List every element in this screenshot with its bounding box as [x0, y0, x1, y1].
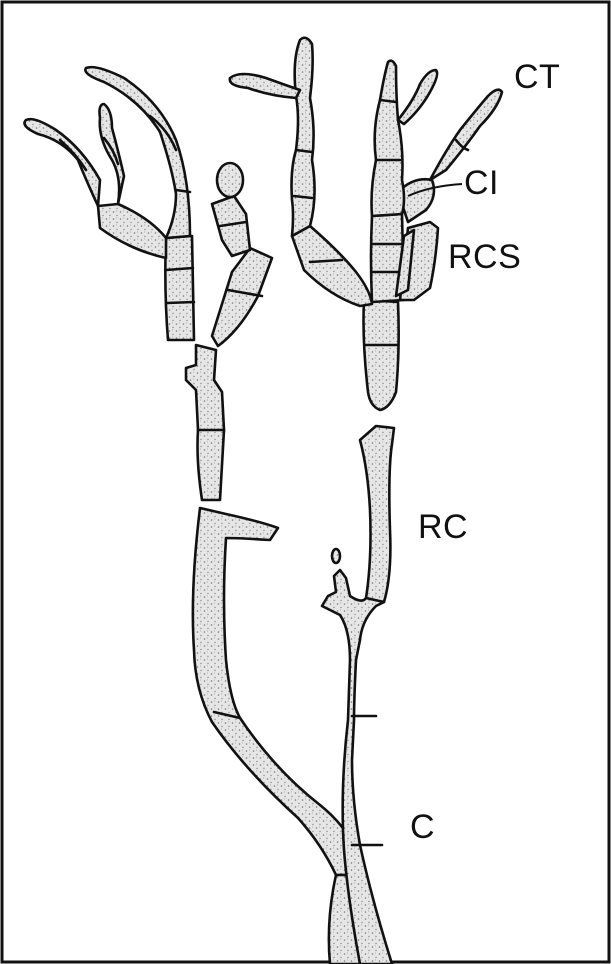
label-ci: CI [464, 164, 499, 202]
left-conidiophore [25, 67, 273, 500]
label-c: C [410, 808, 435, 846]
right-main-hypha [322, 426, 394, 964]
right-conidiophore [230, 38, 502, 410]
label-rc: RC [418, 508, 468, 546]
label-rcs: RCS [448, 238, 521, 276]
label-ct: CT [514, 58, 560, 96]
